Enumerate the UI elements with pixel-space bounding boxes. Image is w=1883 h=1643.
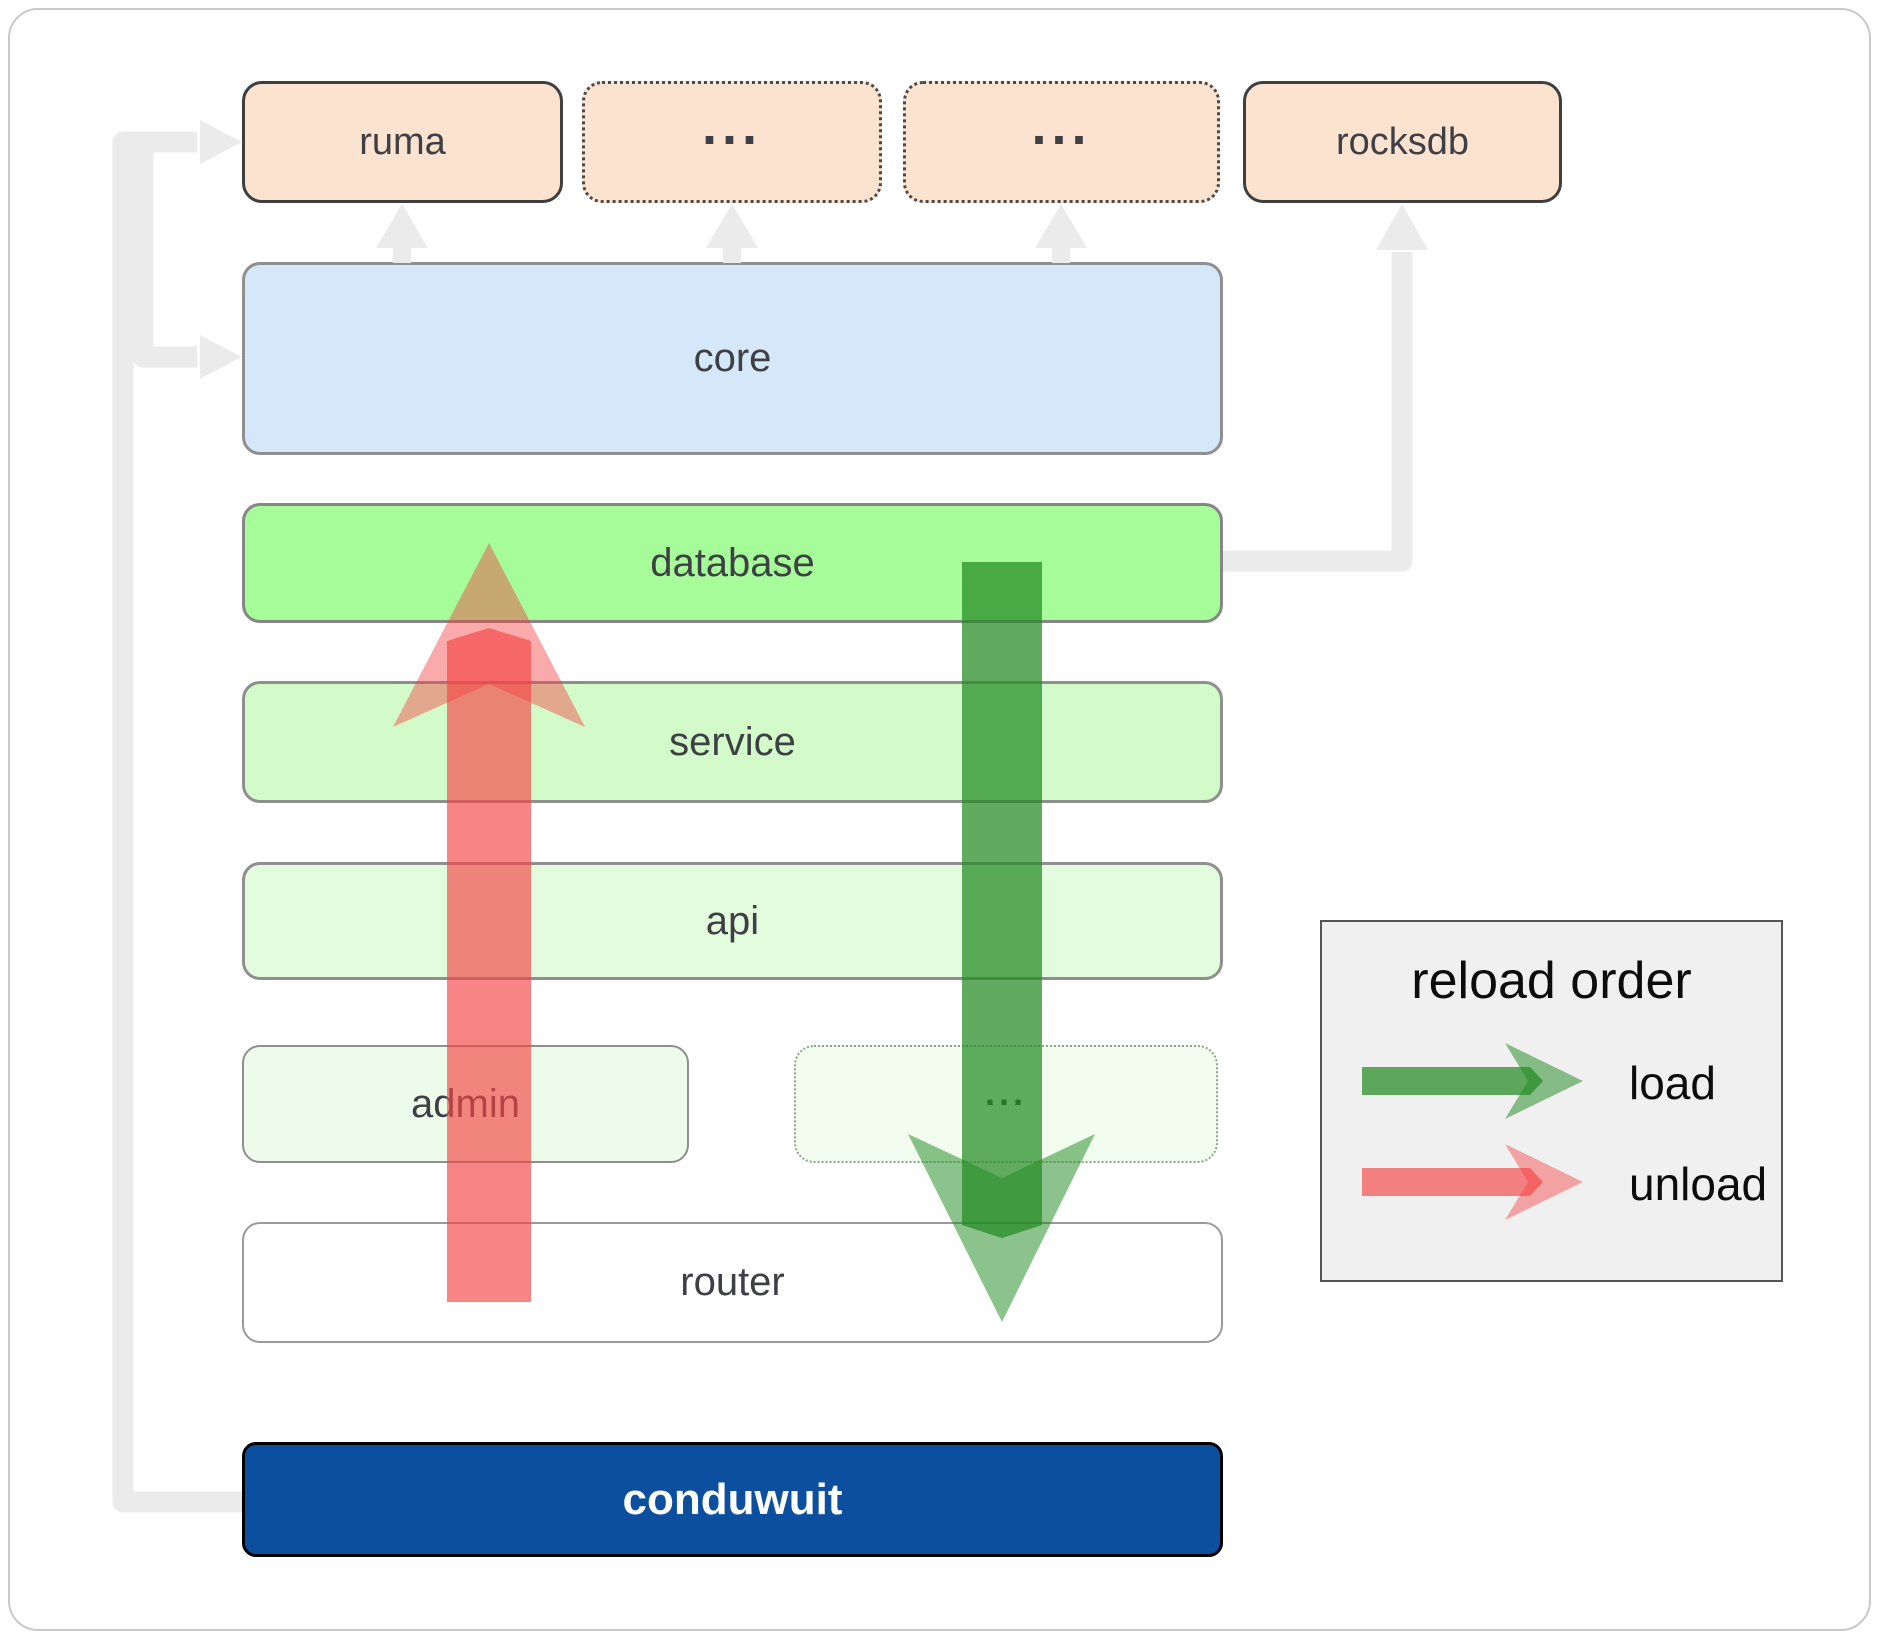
box-rocksdb-label: rocksdb [1335,120,1470,163]
box-core-label: core [693,336,772,380]
box-admin-ellipsis-label: ... [984,1072,1027,1114]
legend-title: reload order [1411,952,1692,1010]
box-conduwuit: conduwuit [242,1442,1223,1557]
legend-load-label: load [1629,1057,1716,1109]
box-admin-label: admin [411,1081,520,1126]
box-api: api [242,862,1223,980]
box-database: database [242,503,1223,623]
box-service-label: service [669,719,796,764]
box-conduwuit-label: conduwuit [622,1474,843,1524]
box-rocksdb: rocksdb [1243,81,1562,203]
box-service: service [242,681,1223,803]
box-admin-ellipsis: ... [794,1045,1218,1163]
box-core: core [242,262,1223,455]
box-router-label: router [680,1260,785,1304]
box-database-label: database [650,540,815,585]
box-api-label: api [705,898,760,943]
box-ellipsis-2: ... [903,81,1220,203]
box-ellipsis-2-label: ... [1031,95,1092,156]
box-ellipsis-1: ... [582,81,882,203]
box-ellipsis-1-label: ... [701,95,762,156]
box-ruma-label: ruma [359,120,446,163]
box-ruma: ruma [242,81,563,203]
legend: reload order load unload [1320,920,1783,1282]
box-router: router [242,1222,1223,1343]
legend-unload-label: unload [1629,1158,1768,1210]
box-admin: admin [242,1045,689,1163]
outer-border [8,8,1871,1631]
